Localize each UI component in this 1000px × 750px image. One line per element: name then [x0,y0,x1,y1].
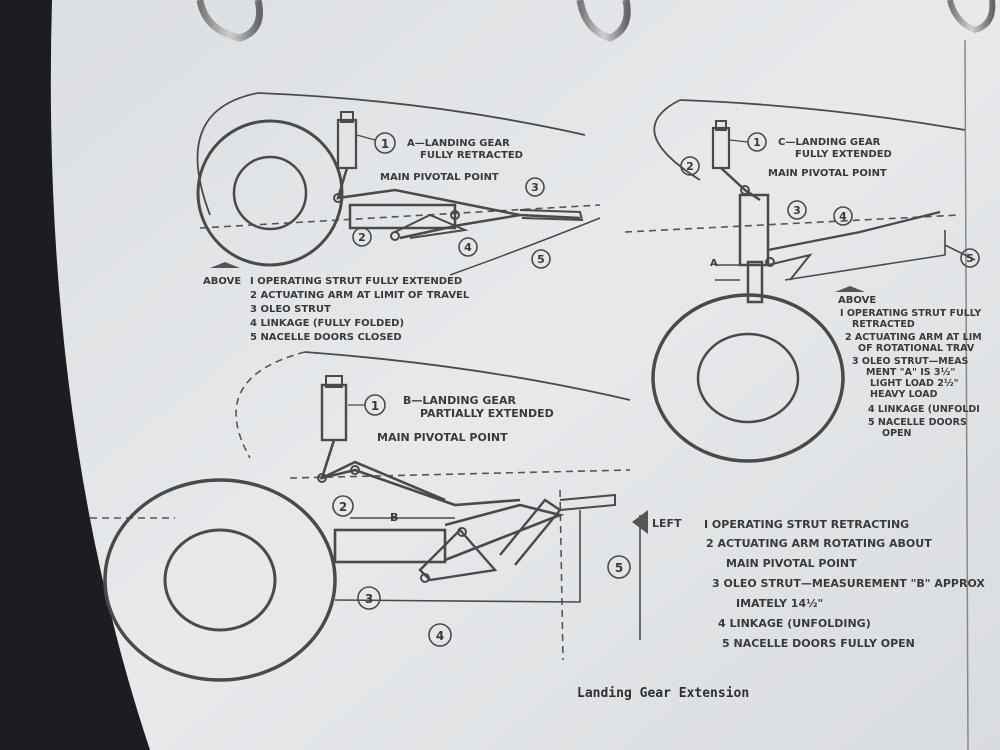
panel-a-arrow-icon [210,262,240,268]
panel-b-pivot-label: MAIN PIVOTAL POINT [377,431,508,444]
panel-a-callout-1: 1 [381,137,389,151]
panel-b-legend-5: IMATELY 14½" [736,597,823,610]
panel-a-legend-1: I OPERATING STRUT FULLY EXTENDED [250,276,462,287]
panel-b-legend-arrow: LEFT [652,517,682,530]
panel-c-pivot-label: MAIN PIVOTAL POINT [768,168,887,179]
panel-a-callout-2: 2 [358,231,366,244]
panel-c-measure-label: A [710,258,718,269]
panel-a-mechanism [333,111,584,241]
panel-b-legend-3: MAIN PIVOTAL POINT [726,557,857,570]
panel-a-legend-3: 3 OLEO STRUT [250,304,331,315]
panel-c-legend-3: 2 ACTUATING ARM AT LIM [845,332,982,343]
panel-b-mechanism [317,375,616,583]
panel-b-nacelle-outline [90,351,641,661]
panel-b-callout-4: 4 [436,629,444,643]
panel-c-legend-arrow: ABOVE [838,295,876,306]
panel-c-callouts: 1 2 3 4 5 [680,132,980,268]
panel-a-callout-5: 5 [537,253,545,266]
panel-c-legend-5: 3 OLEO STRUT—MEAS [852,356,969,367]
binder-rings [196,0,996,42]
panel-b-wheel [103,478,337,682]
panel-a-nacelle-outline [196,92,601,276]
panel-c-callout-2: 2 [686,160,694,173]
panel-c-title-line1: C—LANDING GEAR [778,137,881,148]
panel-b-legend-6: 4 LINKAGE (UNFOLDING) [718,617,871,630]
panel-c-callout-4: 4 [839,210,847,223]
panel-b-callout-1: 1 [371,399,379,413]
panel-c-arrow-icon [835,286,865,292]
panel-a-retracted: 1 2 3 4 5 A—LANDING GEAR FULLY RETRACTED… [196,92,601,343]
binder-ring-3 [947,0,996,34]
page-edge-line [964,39,969,750]
panel-b-callouts: 1 2 3 4 5 [332,394,631,647]
panel-a-wheel [196,119,344,267]
panel-c-legend-4: OF ROTATIONAL TRAV [858,343,975,354]
panel-b-callout-5: 5 [615,561,623,575]
panel-c-callout-5: 5 [966,252,974,265]
panel-a-callouts: 1 2 3 4 5 [352,132,551,269]
panel-a-pivot-label: MAIN PIVOTAL POINT [380,172,499,183]
panel-a-callout-4: 4 [464,241,472,254]
panel-c-legend-6: MENT "A" IS 3½" [866,367,955,378]
panel-a-title-line2: FULLY RETRACTED [420,150,523,161]
panel-a-legend-arrow: ABOVE [203,276,241,287]
panel-c-legend-11: OPEN [882,428,912,439]
panel-a-title-line1: A—LANDING GEAR [407,138,510,149]
panel-b-callout-3: 3 [365,592,373,606]
binder-ring-2 [576,0,631,42]
panel-c-legend-9: 4 LINKAGE (UNFOLDI [868,404,980,415]
panel-b-legend-4: 3 OLEO STRUT—MEASUREMENT "B" APPROX [712,577,985,590]
panel-c-callout-3: 3 [793,204,801,217]
panel-a-legend: I OPERATING STRUT FULLY EXTENDED 2 ACTUA… [250,276,470,343]
panel-c-legend-8: HEAVY LOAD [870,389,938,400]
panel-a-legend-4: 4 LINKAGE (FULLY FOLDED) [250,318,404,329]
panel-a-callout-3: 3 [531,181,539,194]
panel-b-legend-7: 5 NACELLE DOORS FULLY OPEN [722,637,915,650]
panel-c-callout-1: 1 [753,136,761,149]
panel-c-extended: 1 2 3 4 5 C—LANDING GEAR FULLY EXTENDED … [624,99,982,463]
panel-c-legend-1: I OPERATING STRUT FULLY [840,308,981,319]
panel-b-title-line2: PARTIALLY EXTENDED [420,407,554,420]
panel-a-legend-2: 2 ACTUATING ARM AT LIMIT OF TRAVEL [250,290,470,301]
panel-c-legend: I OPERATING STRUT FULLY RETRACTED 2 ACTU… [840,308,982,439]
paper-sheet [50,0,1000,750]
panel-b-title-line1: B—LANDING GEAR [403,394,516,407]
panel-b-partially-extended: 1 2 3 4 5 B—LANDING GEAR PARTIALLY EXTEN… [90,351,985,682]
panel-c-legend-10: 5 NACELLE DOORS [868,417,967,428]
panel-a-legend-5: 5 NACELLE DOORS CLOSED [250,332,402,343]
panel-c-mechanism [711,120,941,304]
panel-c-legend-7: LIGHT LOAD 2½" [870,378,959,389]
panel-b-measure-label: B [390,511,398,524]
panel-b-arrow-icon [632,510,648,534]
panel-b-legend: I OPERATING STRUT RETRACTING 2 ACTUATING… [704,518,985,650]
panel-b-callout-2: 2 [339,500,347,514]
diagram-caption: Landing Gear Extension [577,686,749,701]
panel-c-nacelle-outline [624,99,976,281]
panel-b-legend-2: 2 ACTUATING ARM ROTATING ABOUT [706,537,932,550]
binder-ring-1 [196,0,263,42]
panel-c-title-line2: FULLY EXTENDED [795,149,892,160]
panel-b-legend-1: I OPERATING STRUT RETRACTING [704,518,909,531]
panel-c-legend-2: RETRACTED [852,319,915,330]
